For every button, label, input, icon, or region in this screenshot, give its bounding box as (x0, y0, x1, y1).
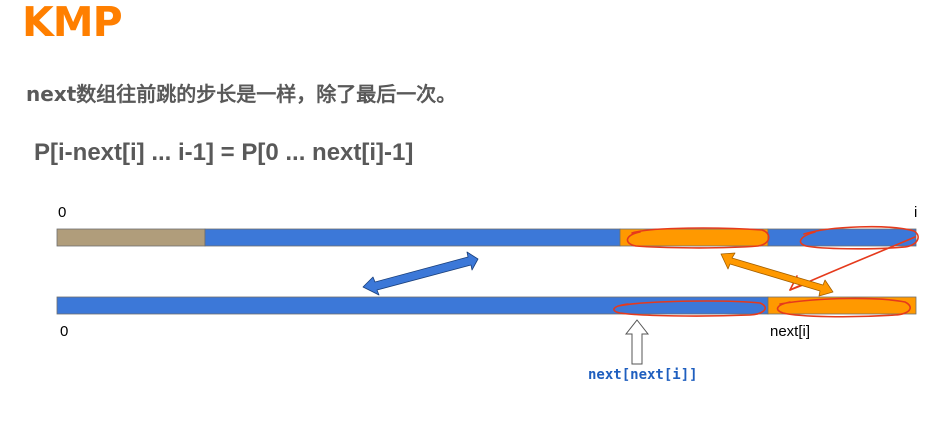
red-annotations (613, 225, 919, 318)
bottom-left-index-label: 0 (60, 323, 68, 340)
top-left-index-label: 0 (58, 204, 66, 221)
top-orange-circle (626, 227, 770, 249)
blue-arrow-shape (362, 251, 479, 296)
orange-arrow-shape (720, 252, 834, 297)
top-right-index-label: i (914, 204, 917, 221)
page-title: KMP (22, 0, 123, 46)
bottom-array (56, 296, 917, 315)
bottom-end-circle (776, 297, 911, 318)
top-end-circle (799, 225, 919, 250)
pointer-label: next[next[i]] (588, 367, 698, 383)
top-middle-segment (204, 228, 621, 247)
top-array (56, 228, 917, 247)
bottom-mid-circle (613, 300, 766, 317)
up-arrow-outline (624, 319, 650, 365)
top-prefix-segment (56, 228, 206, 247)
blue-double-arrow (362, 251, 479, 296)
subtitle: next数组往前跳的步长是一样，除了最后一次。 (26, 82, 457, 106)
bottom-right-index-label: next[i] (770, 323, 810, 340)
orange-double-arrow (720, 252, 834, 297)
formula: P[i-next[i] ... i-1] = P[0 ... next[i]-1… (34, 139, 414, 166)
top-end-segment (767, 228, 917, 247)
pointer-up-arrow (624, 319, 650, 365)
bottom-blue-segment (56, 296, 769, 315)
